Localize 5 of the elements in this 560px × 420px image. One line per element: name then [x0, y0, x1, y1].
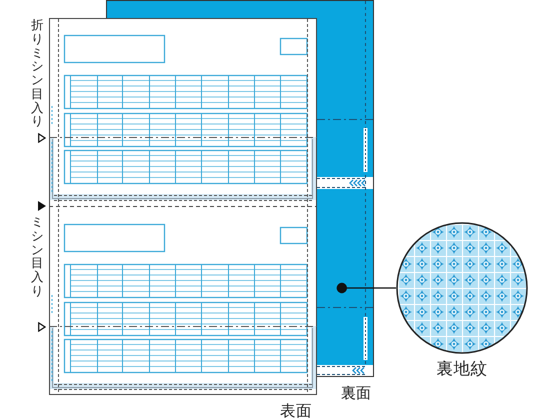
front-side-label: 表面: [280, 404, 312, 420]
back-side-label: 裏面: [341, 386, 371, 401]
leader-line: [336, 282, 396, 294]
pattern-caption: 裏地紋: [436, 361, 488, 378]
perforation-label: ミシン目入り: [31, 215, 44, 298]
